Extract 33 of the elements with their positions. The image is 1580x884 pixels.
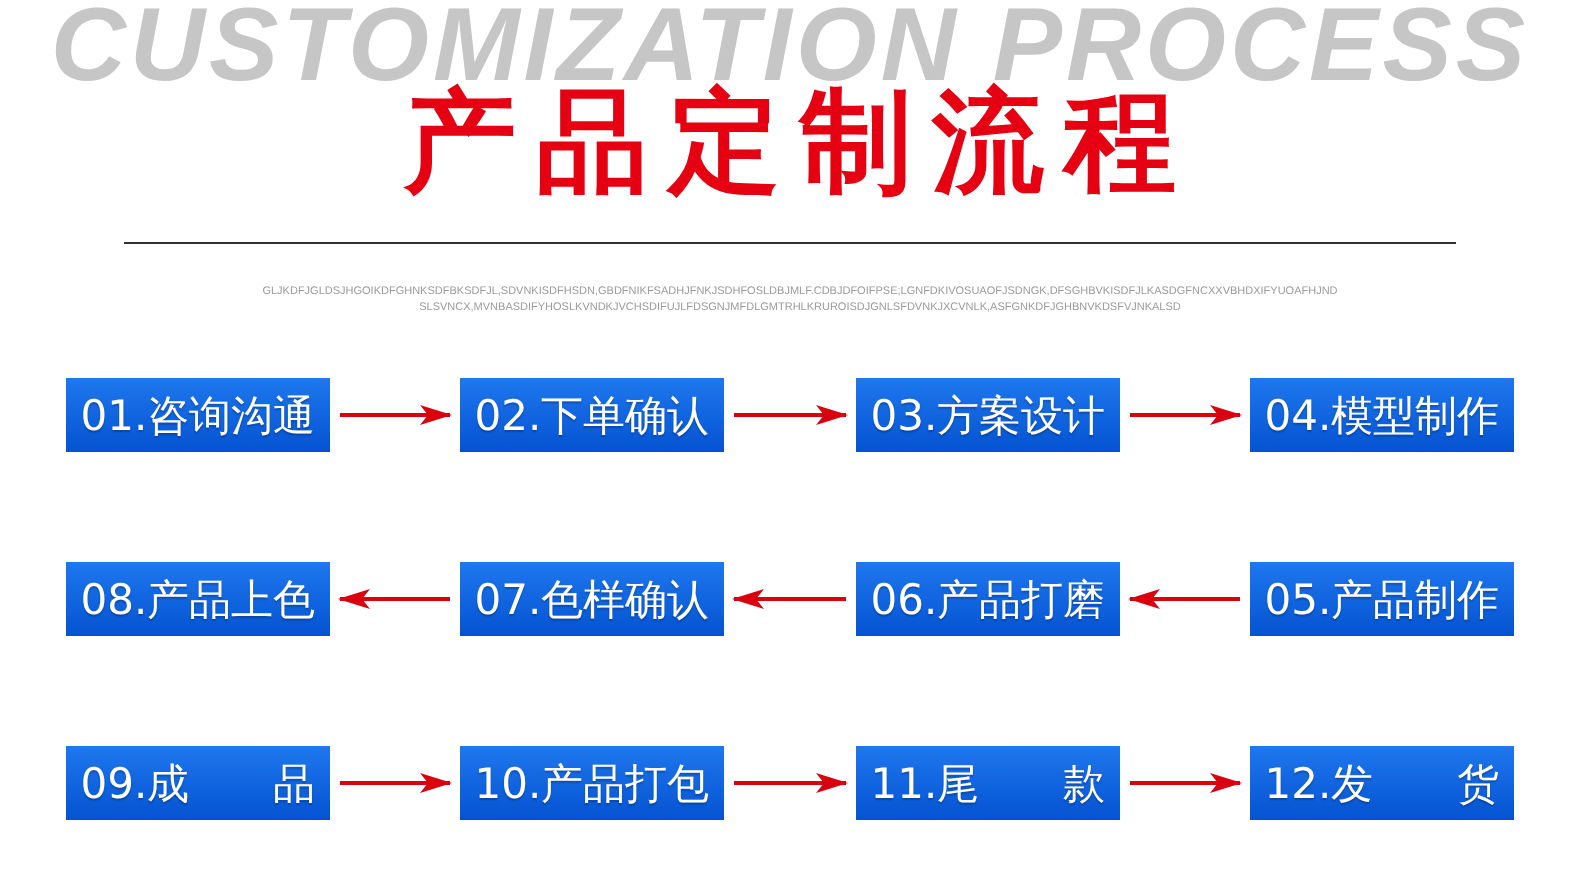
step-box xyxy=(856,562,1120,636)
arrow xyxy=(340,773,452,793)
arrow xyxy=(338,589,450,609)
step-box xyxy=(856,746,1120,820)
arrow xyxy=(1128,589,1240,609)
step-label: 09.成 品 xyxy=(80,757,316,809)
arrow xyxy=(734,773,848,793)
arrow xyxy=(340,405,452,425)
step-label: 10.产品打包 xyxy=(474,757,710,809)
step-box xyxy=(460,562,724,636)
step-label: 02.下单确认 xyxy=(474,389,710,441)
step-box xyxy=(66,562,330,636)
step-label: 04.模型制作 xyxy=(1264,389,1500,441)
step-label: 11.尾 款 xyxy=(870,757,1106,809)
step-label: 07.色样确认 xyxy=(474,573,710,625)
step-label: 12.发 货 xyxy=(1264,757,1500,809)
step-box xyxy=(460,746,724,820)
step-label: 03.方案设计 xyxy=(870,389,1106,441)
arrow xyxy=(732,589,846,609)
step-label: 06.产品打磨 xyxy=(870,573,1106,625)
arrow xyxy=(1130,773,1242,793)
step-box xyxy=(856,378,1120,452)
step-box xyxy=(66,746,330,820)
arrow xyxy=(734,405,848,425)
step-box xyxy=(1250,378,1514,452)
step-label: 08.产品上色 xyxy=(80,573,316,625)
step-box xyxy=(1250,746,1514,820)
step-label: 01.咨询沟通 xyxy=(80,389,316,441)
step-box xyxy=(460,378,724,452)
arrow xyxy=(1130,405,1242,425)
step-label: 05.产品制作 xyxy=(1264,573,1500,625)
step-box xyxy=(66,378,330,452)
step-box xyxy=(1250,562,1514,636)
